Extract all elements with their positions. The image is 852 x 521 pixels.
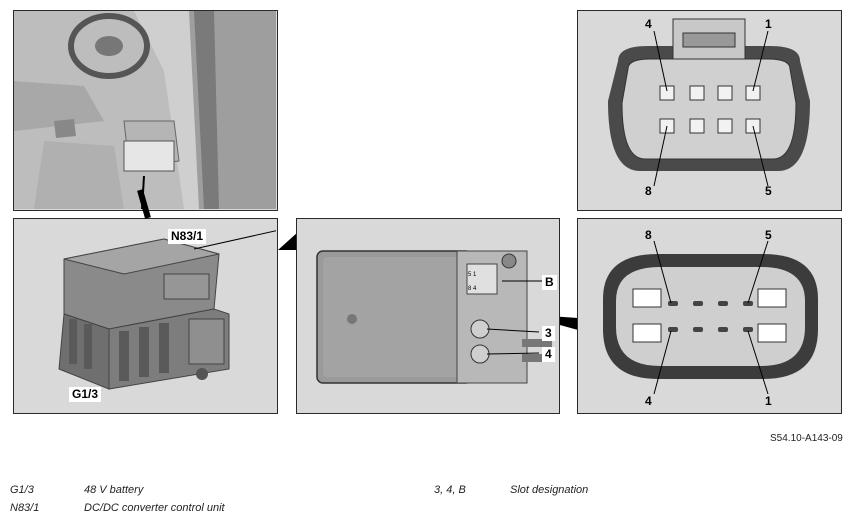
dcdc-illustration: 5 1 8 4 [297,219,558,412]
pin-label-bottom-bl: 4 [645,394,652,408]
pin-label-bottom-br: 1 [765,394,772,408]
dcdc-top-view-panel: 5 1 8 4 B 3 4 [296,218,560,414]
svg-text:5 1: 5 1 [468,272,477,278]
label-slot-3: 3 [542,326,555,341]
battery-view-panel: N83/1 G1/3 [13,218,278,414]
label-battery: G1/3 [69,387,102,402]
pin-label-top-bl: 8 [645,184,652,198]
legend-code-2: 3, 4, B [434,484,466,496]
battery-illustration [14,219,276,412]
reference-code: S54.10-A143-09 [770,433,843,444]
svg-text:8 4: 8 4 [468,286,477,292]
pin-label-top-br: 5 [765,184,772,198]
pin-label-top-tr: 1 [765,17,772,31]
pin-label-top-tl: 4 [645,17,652,31]
pin-label-bottom-tr: 5 [765,228,772,242]
legend-code-0: G1/3 [10,484,34,496]
pin-label-bottom-tl: 8 [645,228,652,242]
label-slot-b: B [542,275,557,290]
legend-desc-2: Slot designation [510,484,589,496]
label-control-unit: N83/1 [168,229,207,244]
interior-illustration [14,11,276,209]
legend-desc-1: DC/DC converter control unit [84,502,225,514]
legend-code-1: N83/1 [10,502,40,514]
connector-top-illustration [578,11,840,209]
connector-bottom-illustration [578,219,840,412]
connector-face-bottom-panel: 8 5 4 1 [577,218,842,414]
label-slot-4: 4 [542,347,555,362]
connector-face-top-panel: 4 1 8 5 [577,10,842,211]
legend-desc-0: 48 V battery [84,484,144,496]
interior-view-panel [13,10,278,211]
